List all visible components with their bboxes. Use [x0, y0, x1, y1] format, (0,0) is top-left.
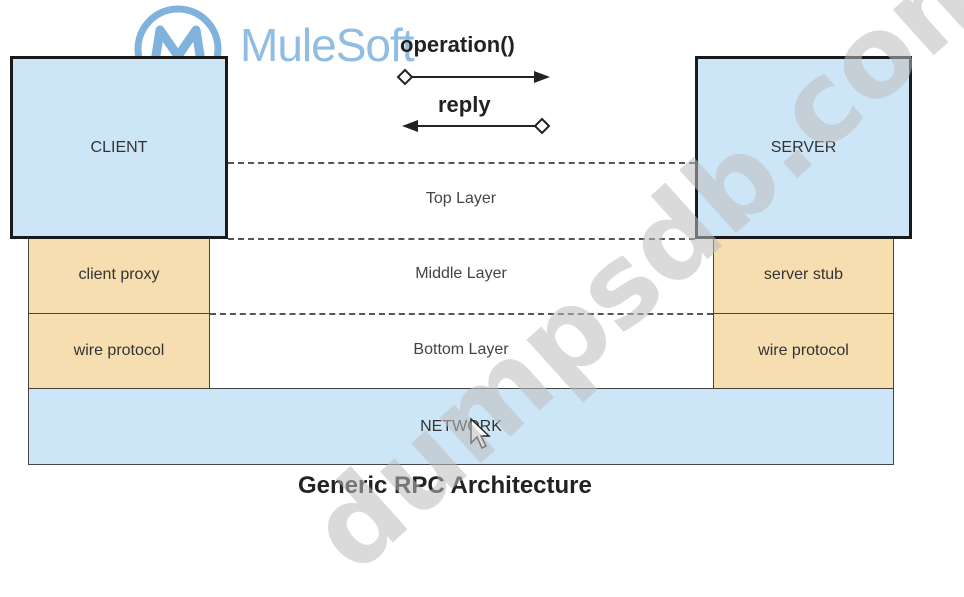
message-arrows	[396, 68, 551, 449]
client-wire-protocol-label: wire protocol	[73, 342, 165, 359]
client-box: CLIENT	[10, 56, 228, 239]
server-stub-label: server stub	[763, 266, 844, 283]
client-proxy-box: client proxy	[28, 236, 210, 314]
middle-layer-divider	[228, 238, 695, 240]
operation-label: operation()	[400, 32, 515, 57]
operation-arrow	[396, 68, 550, 86]
client-proxy-label: client proxy	[78, 266, 160, 283]
server-box: SERVER	[695, 56, 912, 239]
bottom-layer-label: Bottom Layer	[413, 341, 509, 358]
server-label: SERVER	[770, 138, 837, 156]
server-wire-protocol-box: wire protocol	[713, 313, 894, 389]
middle-layer-label: Middle Layer	[415, 265, 507, 282]
client-wire-protocol-box: wire protocol	[28, 313, 210, 389]
reply-arrow	[402, 117, 551, 135]
logo-text: MuleSoft	[240, 19, 415, 71]
client-label: CLIENT	[90, 138, 148, 156]
server-stub-box: server stub	[713, 236, 894, 314]
top-layer-label: Top Layer	[425, 190, 497, 207]
reply-label: reply	[438, 92, 491, 117]
bottom-layer-divider	[210, 313, 713, 315]
top-layer-divider	[228, 162, 695, 164]
diagram-caption: Generic RPC Architecture	[298, 472, 592, 499]
server-wire-protocol-label: wire protocol	[758, 342, 849, 359]
cursor-icon	[470, 417, 491, 449]
